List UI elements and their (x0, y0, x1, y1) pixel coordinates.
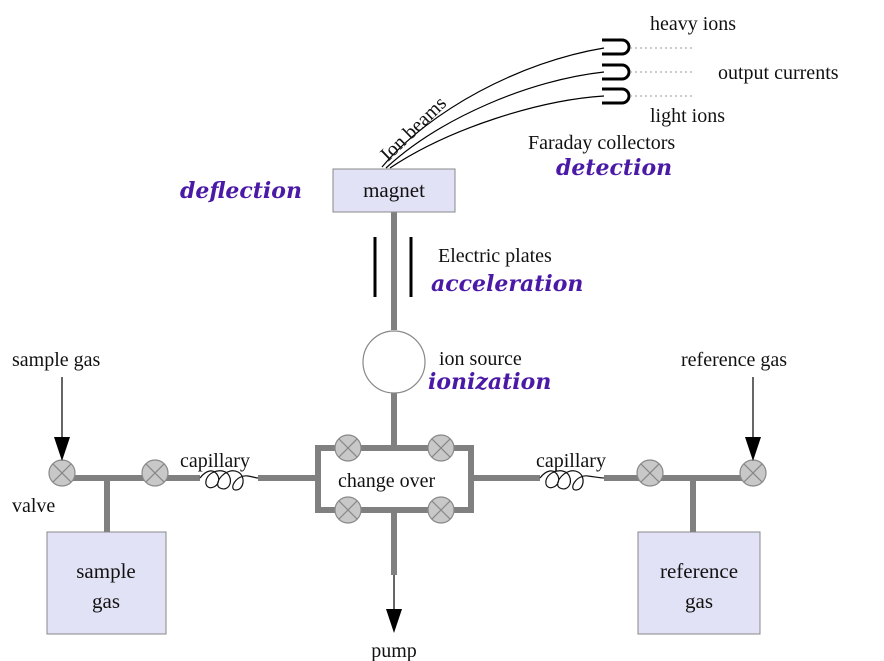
sample-gas-input-label: sample gas (12, 349, 101, 371)
ion-source-label: ion source (439, 348, 522, 370)
light-ions-label: light ions (650, 105, 725, 127)
output-currents-label: output currents (718, 62, 839, 84)
sample-gas-box-label-line1: sample (76, 559, 135, 583)
valve-left-line (141, 459, 169, 487)
valve-changeover-bottom-left-cross-2 (338, 500, 358, 520)
ion-beam-heavy (381, 47, 605, 168)
faraday-cup-light (602, 87, 631, 105)
reference-gas-reservoir (637, 531, 761, 635)
valve-right-line-cross-2 (640, 463, 660, 483)
valve-reference-inlet (739, 459, 767, 487)
output-current-leads (630, 47, 692, 97)
ionization-stage-label: ionization (428, 369, 551, 395)
faraday-collectors-label: Faraday collectors (528, 132, 675, 154)
valve-changeover-top-left-cross-2 (338, 438, 358, 458)
acceleration-stage-label: acceleration (431, 271, 583, 297)
pump-label: pump (371, 640, 417, 661)
reference-gas-box-label-line1: reference (660, 559, 738, 583)
valve-reference-inlet-cross-2 (743, 463, 763, 483)
magnet-box (332, 168, 456, 213)
valve-changeover-bottom-right-cross-2 (431, 500, 451, 520)
change-over-label: change over (338, 470, 436, 492)
ion-beam-middle (385, 71, 605, 169)
pipes (62, 212, 755, 575)
ion-beam-light (389, 95, 605, 169)
sample-gas-box-label-line2: gas (92, 589, 120, 613)
heavy-ions-label: heavy ions (650, 13, 736, 35)
arrows (54, 377, 761, 633)
valve-right-line (636, 459, 664, 487)
capillary-coil-left (199, 470, 259, 491)
valve-changeover-bottom-left (334, 496, 362, 524)
sample-gas-reservoir (46, 531, 167, 635)
ion-beams (381, 47, 605, 169)
electric-plates-label: Electric plates (438, 245, 552, 267)
reference-gas-box-label-line2: gas (685, 589, 713, 613)
magnet-label: magnet (363, 178, 425, 202)
capillary-left-label: capillary (180, 450, 250, 472)
valve-label: valve (12, 495, 55, 517)
valve-left-line-cross-2 (145, 463, 165, 483)
detection-stage-label: detection (556, 155, 672, 181)
valve-changeover-top-right-cross-2 (431, 438, 451, 458)
valve-changeover-bottom-right (427, 496, 455, 524)
valves (48, 434, 767, 524)
reference-gas-arrow-head (745, 437, 761, 461)
deflection-stage-label: deflection (180, 178, 302, 204)
valve-changeover-top-right (427, 434, 455, 462)
pump-arrow-head (386, 609, 402, 633)
reference-gas-input-label: reference gas (681, 349, 787, 371)
valve-changeover-top-left (334, 434, 362, 462)
capillary-coil-right (539, 470, 605, 491)
valve-sample-inlet-cross-2 (52, 463, 72, 483)
capillary-right-label: capillary (536, 450, 606, 472)
ion-source-circle (362, 330, 426, 394)
valve-sample-inlet (48, 459, 76, 487)
sample-gas-arrow-head (54, 437, 70, 461)
faraday-collectors (602, 38, 631, 105)
faraday-cup-heavy (602, 38, 631, 56)
faraday-cup-middle (602, 63, 631, 81)
